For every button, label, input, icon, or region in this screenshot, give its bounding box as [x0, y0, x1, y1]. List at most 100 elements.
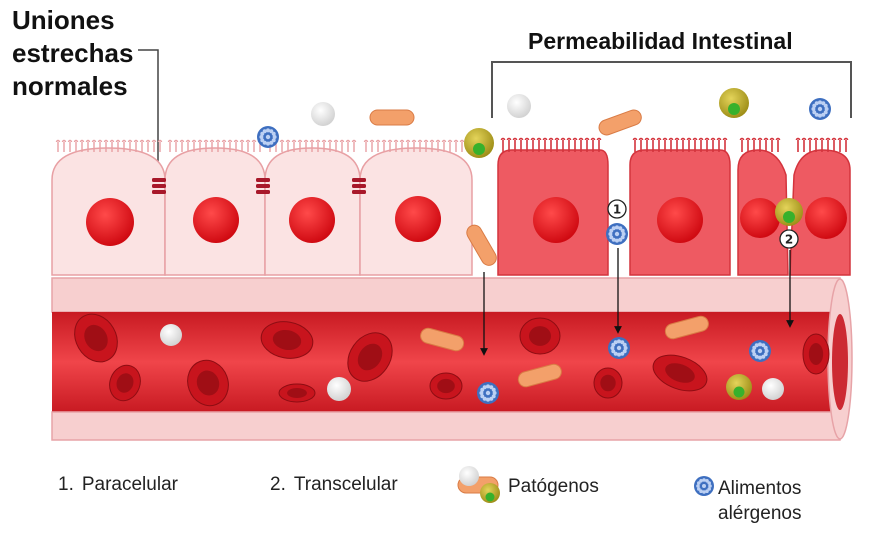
microvillus [191, 139, 197, 152]
white-pathogen [311, 102, 335, 126]
microvillus [536, 137, 542, 152]
microvillus [596, 137, 602, 152]
microvilli-healthy [55, 139, 465, 152]
microvillus [662, 137, 668, 152]
nucleus [395, 196, 441, 242]
tight-junctions-heading: Uniones estrechas normales [12, 4, 133, 103]
microvillus [512, 137, 518, 152]
microvillus [825, 137, 831, 152]
microvillus [435, 139, 441, 152]
damaged-epithelium [497, 137, 851, 276]
microvillus [79, 139, 85, 152]
legend-label: alérgenos [718, 503, 802, 524]
microvillus [500, 137, 506, 152]
round-pathogen [726, 374, 752, 400]
route-marker-1: 1 [607, 199, 627, 219]
microvillus [807, 137, 813, 152]
red-blood-cell [260, 321, 314, 359]
microvillus [632, 137, 638, 152]
microvillus [133, 139, 139, 152]
tight-junction-leader [138, 49, 159, 182]
allergen [608, 337, 630, 359]
microvillus [179, 139, 185, 152]
microvillus [843, 137, 849, 152]
microvillus [801, 137, 807, 152]
nucleus [86, 198, 134, 246]
rod-pathogen [466, 224, 497, 266]
microvillus [157, 139, 163, 152]
red-blood-cells [74, 313, 830, 407]
microvillus [387, 139, 393, 152]
microvillus [453, 139, 459, 152]
nucleus [193, 197, 239, 243]
microvillus [185, 139, 191, 152]
microvillus [197, 139, 203, 152]
microvillus [686, 137, 692, 152]
red-blood-cell [109, 364, 141, 402]
nucleus [740, 198, 780, 238]
microvillus [650, 137, 656, 152]
microvillus [795, 137, 801, 152]
microvillus [819, 137, 825, 152]
microvillus [459, 139, 465, 152]
microvillus [554, 137, 560, 152]
red-blood-cell [652, 354, 708, 392]
microvillus [291, 139, 297, 152]
nucleus [805, 197, 847, 239]
vessel-upper-wall [51, 277, 841, 313]
microvillus [167, 139, 173, 152]
red-blood-cell [74, 313, 118, 363]
microvillus [548, 137, 554, 152]
white-pathogen [762, 378, 784, 400]
microvillus [315, 139, 321, 152]
microvillus [429, 139, 435, 152]
legend-allergens: Alimentos alérgenos [718, 476, 801, 526]
microvillus [139, 139, 145, 152]
microvillus [91, 139, 97, 152]
white-pathogen [507, 94, 531, 118]
rod-pathogen [517, 363, 562, 388]
white-pathogen [327, 377, 351, 401]
microvillus [692, 137, 698, 152]
legend-allergen-icon [694, 476, 714, 496]
microvillus [279, 139, 285, 152]
microvillus [441, 139, 447, 152]
microvillus [751, 137, 757, 152]
nucleus [657, 197, 703, 243]
microvillus [716, 137, 722, 152]
microvillus [303, 139, 309, 152]
allergen [606, 223, 628, 245]
microvillus [704, 137, 710, 152]
round-pathogen [775, 198, 803, 226]
microvillus [151, 139, 157, 152]
microvillus [203, 139, 209, 152]
microvillus [698, 137, 704, 152]
legend-number: 2. [270, 474, 286, 495]
microvillus [381, 139, 387, 152]
microvilli-damaged [500, 137, 849, 152]
particles [160, 88, 831, 404]
microvillus [524, 137, 530, 152]
heading-line: estrechas [12, 38, 134, 68]
microvillus [85, 139, 91, 152]
microvillus [233, 139, 239, 152]
allergen [477, 382, 499, 404]
vessel-lower-wall [51, 411, 841, 441]
microvillus [221, 139, 227, 152]
microvillus [506, 137, 512, 152]
tight-junction [256, 178, 270, 194]
microvillus [127, 139, 133, 152]
microvillus [423, 139, 429, 152]
legend-label: Transcelular [293, 474, 398, 495]
microvillus [61, 139, 67, 152]
legend-pathogens-icon [457, 466, 500, 503]
microvillus [831, 137, 837, 152]
microvillus [763, 137, 769, 152]
legend-label: Paracelular [81, 474, 178, 495]
blood-vessel [51, 277, 853, 441]
red-blood-cell [802, 333, 830, 375]
allergen [809, 98, 831, 120]
allergen [694, 476, 714, 496]
rod-pathogen [598, 109, 642, 136]
microvillus [297, 139, 303, 152]
